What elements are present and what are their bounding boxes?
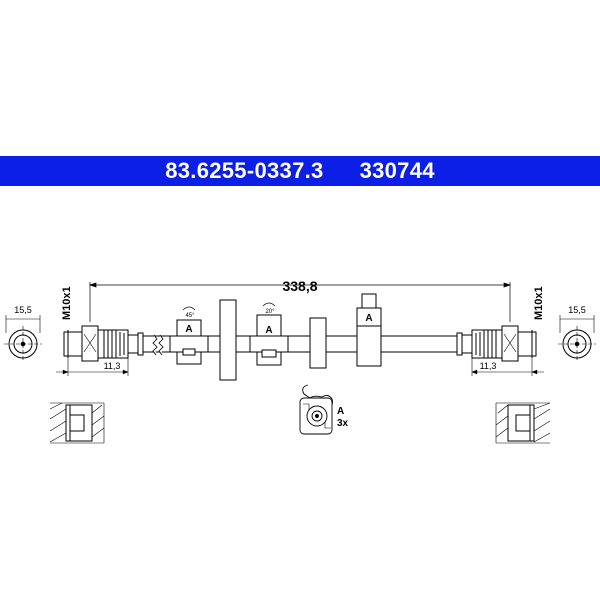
dia-label-left: 15,5 xyxy=(14,305,32,315)
left-fitting xyxy=(56,325,144,376)
detail-label: A xyxy=(337,406,344,417)
right-end-view xyxy=(558,315,596,362)
clip-label-3: A xyxy=(365,313,372,324)
clip-angle-20: 20° xyxy=(265,309,275,315)
clip-label-2: A xyxy=(265,325,272,336)
left-section-view xyxy=(49,402,105,444)
detail-qty: 3x xyxy=(337,418,349,429)
clip-label-1: A xyxy=(185,324,192,335)
detail-a-clip xyxy=(299,384,333,435)
article-number: 330744 xyxy=(359,158,435,183)
thread-label-left: M10x1 xyxy=(61,286,73,320)
length-label: 338,8 xyxy=(282,278,317,294)
left-end-view xyxy=(4,315,42,362)
dia-label-right: 15,5 xyxy=(568,305,586,315)
right-section-view xyxy=(495,402,551,444)
bracket-3 xyxy=(356,293,382,367)
len-label-right: 11,3 xyxy=(480,361,497,371)
clip-angle-45: 45° xyxy=(185,313,195,319)
right-fitting xyxy=(456,325,544,376)
clip-20 xyxy=(249,302,289,366)
grommet-1 xyxy=(219,299,237,381)
length-dimension xyxy=(88,282,512,322)
thread-label-right: M10x1 xyxy=(533,286,545,320)
grommet-2 xyxy=(309,317,327,369)
clip-45 xyxy=(169,306,209,365)
part-number: 83.6255-0337.3 xyxy=(165,158,324,183)
title-banner: 83.6255-0337.3 330744 xyxy=(0,156,600,186)
len-label-left: 11,3 xyxy=(104,361,121,371)
